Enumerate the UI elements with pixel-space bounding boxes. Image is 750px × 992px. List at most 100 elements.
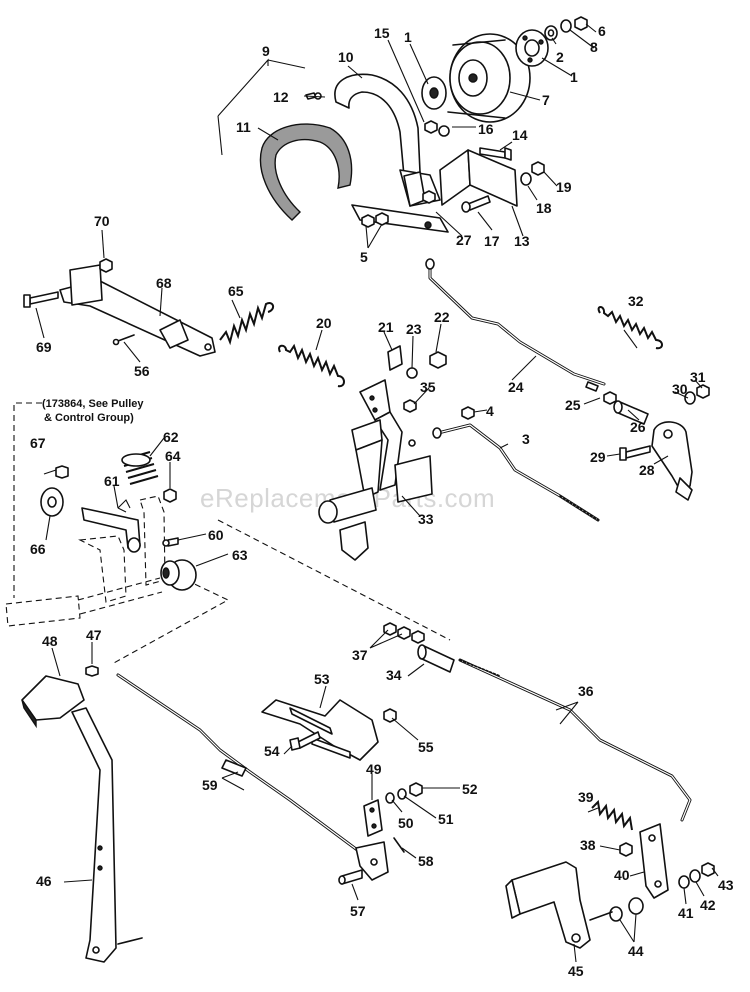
nut-19 xyxy=(531,161,545,176)
label-28: 28 xyxy=(639,462,655,478)
control-rod-3 xyxy=(432,423,600,522)
washer-18 xyxy=(520,172,532,186)
label-52: 52 xyxy=(462,781,478,797)
label-49: 49 xyxy=(366,761,382,777)
label-46: 46 xyxy=(36,873,52,889)
label-37: 37 xyxy=(352,647,368,663)
label-32: 32 xyxy=(628,293,644,309)
label-4: 4 xyxy=(486,403,494,419)
nut-70 xyxy=(99,258,113,273)
bolt-17 xyxy=(461,195,491,213)
label-21: 21 xyxy=(378,319,394,335)
screw-60 xyxy=(162,537,179,547)
nuts-37 xyxy=(383,622,425,644)
label-25: 25 xyxy=(565,397,581,413)
label-39: 39 xyxy=(578,789,594,805)
rod-36 xyxy=(458,658,692,822)
label-48: 48 xyxy=(42,633,58,649)
nut-30-31 xyxy=(684,384,710,405)
washer-2 xyxy=(544,25,558,41)
label-50: 50 xyxy=(398,815,414,831)
label-22: 22 xyxy=(434,309,450,325)
spring-39 xyxy=(591,799,633,831)
clevis-58 xyxy=(355,837,405,881)
label-62: 62 xyxy=(163,429,179,445)
callout-frame xyxy=(13,402,42,598)
label-42: 42 xyxy=(700,897,716,913)
spring-32 xyxy=(597,306,663,350)
pin-56 xyxy=(112,334,135,346)
label-10: 10 xyxy=(338,49,354,65)
label-66: 66 xyxy=(30,541,46,557)
label-1-top: 1 xyxy=(404,29,412,45)
lever-28 xyxy=(651,421,693,501)
label-57: 57 xyxy=(350,903,366,919)
spacer-44 xyxy=(589,897,644,922)
bellcrank-33 xyxy=(318,379,433,561)
rod-59 xyxy=(116,673,362,854)
label-27: 27 xyxy=(456,232,472,248)
clip-21 xyxy=(387,345,403,371)
bracket-61 xyxy=(81,507,141,553)
label-41: 41 xyxy=(678,905,694,921)
lever-68 xyxy=(59,264,216,357)
label-13: 13 xyxy=(514,233,530,249)
hub-1 xyxy=(421,76,447,110)
bracket-13 xyxy=(439,149,518,207)
label-67: 67 xyxy=(30,435,46,451)
spring-20 xyxy=(278,343,345,388)
bolt-22 xyxy=(429,351,447,369)
part-number-labels: 9 10 11 12 15 1 16 14 7 1 2 8 6 19 18 13… xyxy=(30,23,734,979)
label-29: 29 xyxy=(590,449,606,465)
label-64: 64 xyxy=(165,448,181,464)
label-56: 56 xyxy=(134,363,150,379)
label-18: 18 xyxy=(536,200,552,216)
label-55: 55 xyxy=(418,739,434,755)
lever-45 xyxy=(505,861,591,949)
bolt-69 xyxy=(23,291,59,308)
shaft-reference xyxy=(5,495,451,665)
collar-66 xyxy=(40,487,64,517)
label-8: 8 xyxy=(590,39,598,55)
nut-27 xyxy=(422,190,436,204)
label-59: 59 xyxy=(202,777,218,793)
plate-53 xyxy=(261,699,379,761)
nut-8 xyxy=(560,19,572,33)
nuts-5 xyxy=(361,212,389,228)
washers-41-42-43 xyxy=(678,862,715,889)
hub-flange-1 xyxy=(515,29,549,67)
label-43: 43 xyxy=(718,877,734,893)
label-44: 44 xyxy=(628,943,644,959)
label-26: 26 xyxy=(630,419,646,435)
label-30: 30 xyxy=(672,381,688,397)
lever-40 xyxy=(639,823,669,899)
callout-line-1: (173864, See Pulley xyxy=(42,398,144,410)
label-19: 19 xyxy=(556,179,572,195)
leader-lines xyxy=(35,23,719,963)
clevis-49 xyxy=(363,799,383,837)
label-5: 5 xyxy=(360,249,368,265)
nut-15-16 xyxy=(424,120,450,137)
label-38: 38 xyxy=(580,837,596,853)
setscrew-67 xyxy=(55,465,69,479)
brake-lining-11 xyxy=(259,123,353,221)
nut-25 xyxy=(603,391,617,405)
nut-4 xyxy=(461,406,475,420)
label-14: 14 xyxy=(512,127,528,143)
label-36: 36 xyxy=(578,683,594,699)
label-40: 40 xyxy=(614,867,630,883)
label-17: 17 xyxy=(484,233,500,249)
nut-38 xyxy=(619,842,633,857)
label-51: 51 xyxy=(438,811,454,827)
pedal-arm-46 xyxy=(71,707,143,963)
bolt-14 xyxy=(479,147,512,161)
label-31: 31 xyxy=(690,369,706,385)
label-3: 3 xyxy=(522,431,530,447)
label-15: 15 xyxy=(374,25,390,41)
bolt-29 xyxy=(619,445,651,461)
label-11: 11 xyxy=(236,119,251,135)
label-47: 47 xyxy=(86,627,102,643)
bolt-54 xyxy=(289,731,321,751)
